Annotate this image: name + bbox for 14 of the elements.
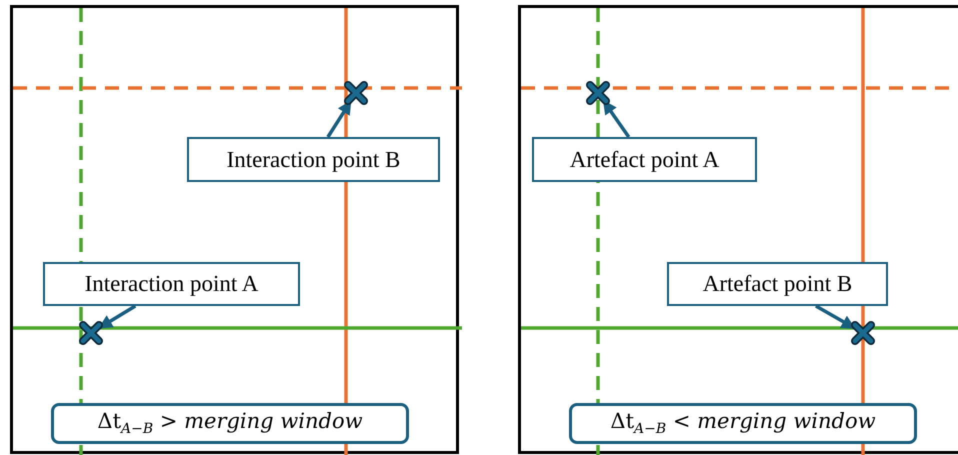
callout-label: Artefact point B [667,262,888,306]
cross-marker-icon [586,81,610,105]
leader-arrow [815,304,856,330]
callout-label: Interaction point A [43,262,300,306]
cross-marker-icon [79,321,103,345]
cross-marker-icon [851,321,875,345]
plot-panel [518,5,958,454]
callout-label: Artefact point A [532,137,757,182]
callout-label: Interaction point B [187,137,440,182]
leader-arrow [98,304,136,330]
plot-panel [10,5,459,454]
cross-marker-icon [344,81,368,105]
condition-label: Δt$_{A−B}$ < merging window [569,403,917,444]
condition-label: Δt$_{A−B}$ > merging window [51,403,409,444]
